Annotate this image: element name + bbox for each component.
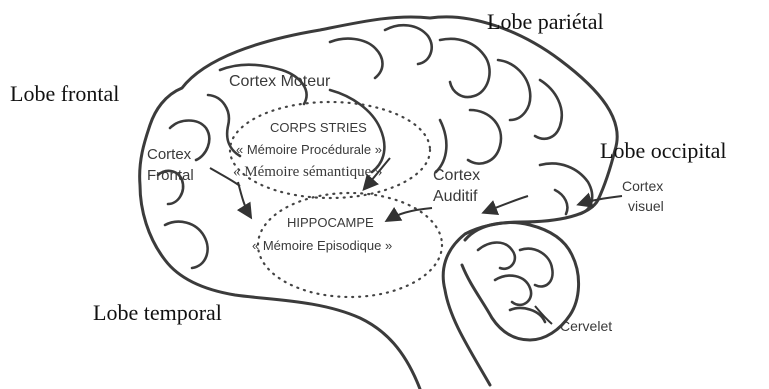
- sulcus: [468, 110, 501, 164]
- arrow-occipital-inner: [485, 196, 528, 212]
- label-hippocampe: HIPPOCAMPE: [287, 215, 374, 230]
- label-corps-stries: CORPS STRIES: [270, 120, 367, 135]
- label-memoire-semantique: « Mémoire sémantique »: [233, 164, 383, 180]
- label-lobe-parietal: Lobe pariétal: [487, 9, 604, 34]
- label-memoire-procedurale: « Mémoire Procédurale »: [236, 142, 382, 157]
- label-cortex-moteur: Cortex Moteur: [229, 73, 331, 90]
- cerebellum-fold: [478, 243, 515, 269]
- arrow-cortex-auditif: [388, 208, 432, 220]
- label-cortex-auditif-1: Cortex: [433, 167, 480, 184]
- sulcus: [555, 190, 567, 214]
- label-cortex-frontal-2: Frontal: [147, 167, 194, 184]
- arrow-cortex-frontal: [238, 182, 250, 216]
- sulcus: [165, 222, 208, 268]
- label-lobe-temporal: Lobe temporal: [93, 300, 222, 325]
- arrow-cortex-visuel: [580, 196, 622, 204]
- label-cervelet: Cervelet: [560, 318, 612, 334]
- label-cortex-auditif-2: Auditif: [433, 188, 478, 205]
- sulcus: [440, 39, 490, 97]
- label-cortex-visuel-1: Cortex: [622, 178, 663, 194]
- sulcus: [498, 60, 530, 120]
- label-lobe-frontal: Lobe frontal: [10, 81, 119, 106]
- cerebellum-fold: [495, 276, 531, 305]
- label-lobe-occipital: Lobe occipital: [600, 138, 726, 163]
- label-memoire-episodique: « Mémoire Episodique »: [252, 238, 392, 253]
- sulcus: [385, 25, 432, 64]
- label-cortex-frontal-1: Cortex: [147, 146, 192, 163]
- label-cortex-visuel-2: visuel: [628, 198, 664, 214]
- sulcus: [535, 80, 562, 139]
- sulcus: [436, 120, 446, 172]
- sulcus: [330, 39, 383, 78]
